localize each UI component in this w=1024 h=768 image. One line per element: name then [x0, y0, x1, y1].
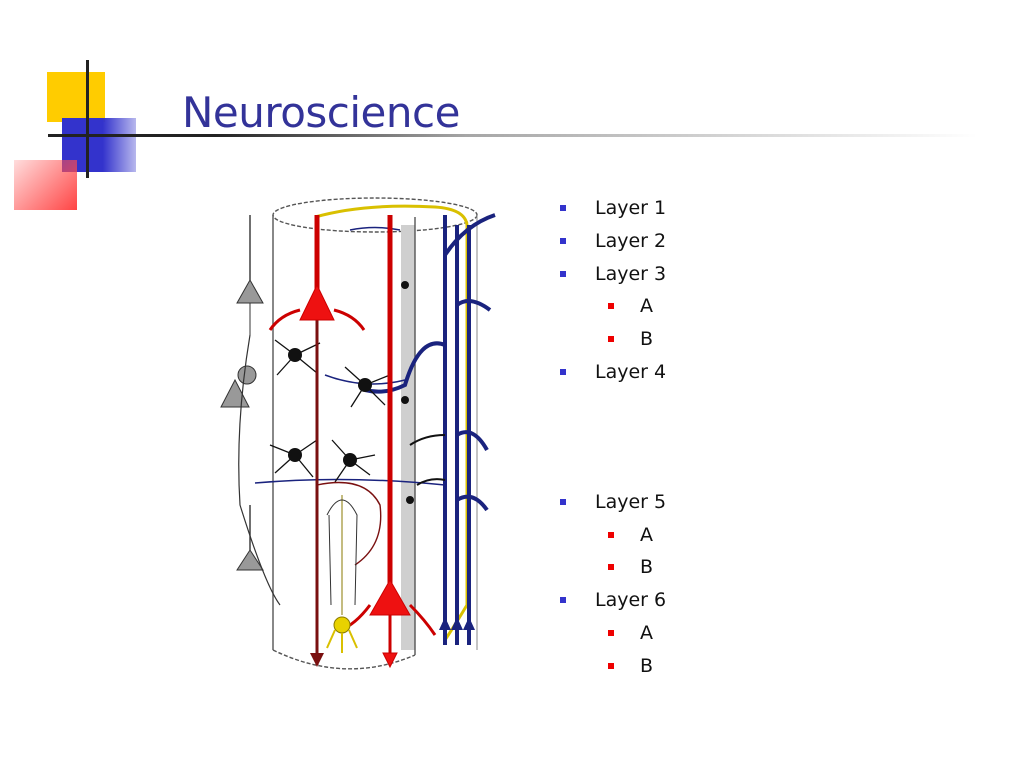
bullet-layer-3: Layer 3 — [555, 262, 666, 295]
title-underline-rule — [48, 134, 978, 137]
bullet-layer-6-b: B — [555, 654, 666, 687]
bullet-layer-3-a: A — [555, 294, 666, 327]
square-bullet-icon — [608, 662, 614, 669]
decor-yellow-square — [47, 72, 105, 122]
decor-red-square — [14, 160, 77, 210]
square-bullet-icon — [608, 336, 614, 343]
bullet-layer-5: Layer 5 — [555, 490, 666, 523]
square-bullet-icon — [608, 564, 614, 571]
square-bullet-icon — [608, 629, 614, 636]
square-bullet-icon — [560, 597, 566, 604]
bullet-layer-2: Layer 2 — [555, 229, 666, 262]
cortical-column-figure — [205, 185, 515, 695]
decor-vertical-rule — [86, 60, 89, 178]
bullet-layer-1: Layer 1 — [555, 196, 666, 229]
square-bullet-icon — [560, 368, 566, 375]
bullet-layer-4: Layer 4 — [555, 360, 666, 393]
square-bullet-icon — [608, 303, 614, 310]
bullet-layer-5-b: B — [555, 555, 666, 588]
square-bullet-icon — [560, 498, 566, 505]
bullet-layer-3-b: B — [555, 327, 666, 360]
square-bullet-icon — [560, 237, 566, 244]
square-bullet-icon — [560, 205, 566, 211]
slide-title: Neuroscience — [182, 88, 460, 137]
square-bullet-icon — [560, 270, 566, 277]
cortical-column-neuron-icon — [220, 197, 496, 670]
square-bullet-icon — [608, 531, 614, 538]
bullet-layer-6: Layer 6 — [555, 588, 666, 621]
layer-bullet-list: Layer 1 Layer 2 Layer 3 A B Layer 4 Laye… — [555, 196, 666, 687]
bullet-layer-6-a: A — [555, 621, 666, 654]
bullet-layer-5-a: A — [555, 523, 666, 556]
